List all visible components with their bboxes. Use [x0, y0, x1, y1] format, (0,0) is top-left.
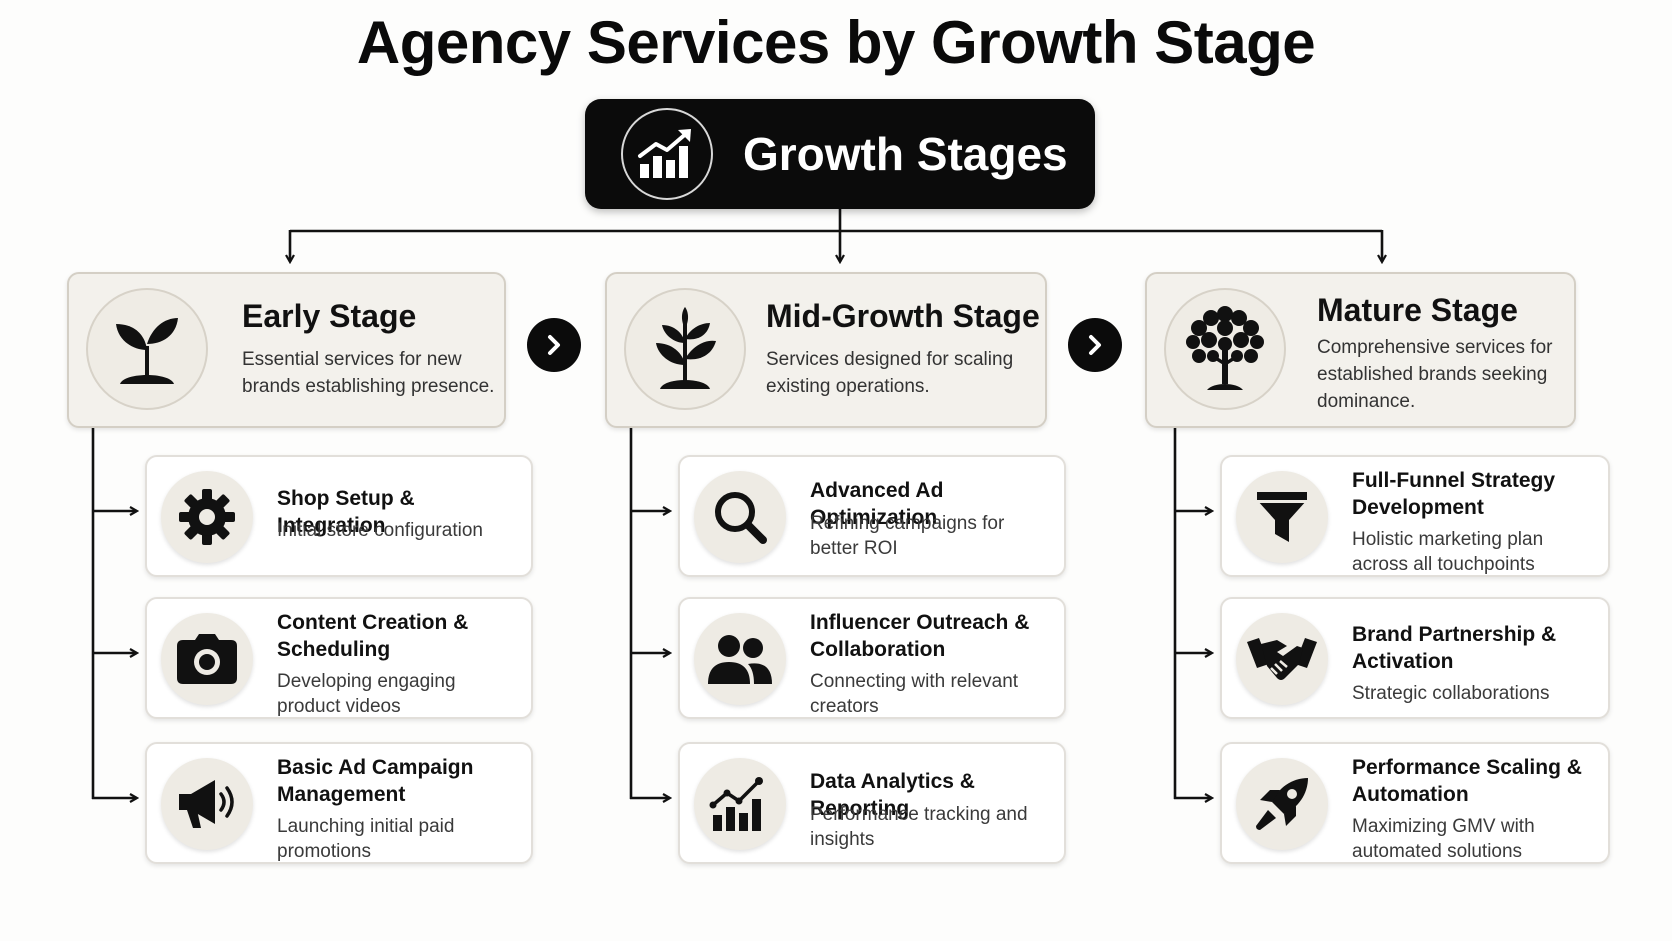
service-description: Strategic collaborations — [1352, 683, 1550, 704]
service-title: Shop Setup & Integration — [277, 487, 415, 537]
service-title: Content Creation & Scheduling — [277, 611, 469, 661]
tree-icon — [1164, 288, 1286, 410]
funnel-icon — [1236, 471, 1328, 563]
chevron-right-icon — [1089, 335, 1101, 355]
stage-description: Services designed for scaling existing o… — [766, 349, 1014, 397]
service-description: Holistic marketing plan across all touch… — [1352, 529, 1544, 575]
service-title: Performance Scaling & Automation — [1352, 756, 1582, 806]
analytics-chart-icon — [694, 758, 786, 850]
camera-icon — [161, 613, 253, 705]
service-title: Basic Ad Campaign Management — [277, 756, 474, 806]
growth-chart-icon — [621, 108, 713, 200]
stage-mid-growth: Mid-Growth Stage Services designed for s… — [605, 272, 1047, 428]
root-label: Growth Stages — [743, 128, 1068, 180]
people-icon — [694, 613, 786, 705]
service-title: Data Analytics & Reporting — [810, 770, 975, 820]
service-card: Influencer Outreach & Collaboration Conn… — [678, 597, 1066, 719]
service-card: Brand Partnership & Activation Strategic… — [1220, 597, 1610, 719]
page-title: Agency Services by Growth Stage — [356, 9, 1316, 76]
service-card: Content Creation & Scheduling Developing… — [145, 597, 533, 719]
young-plant-icon — [624, 288, 746, 410]
service-card: Performance Scaling & Automation Maximiz… — [1220, 742, 1610, 864]
service-title: Full-Funnel Strategy Development — [1352, 469, 1556, 519]
gear-icon — [161, 471, 253, 563]
service-description: Performance tracking and insights — [810, 804, 1028, 850]
service-card: Basic Ad Campaign Management Launching i… — [145, 742, 533, 864]
service-description: Developing engaging product videos — [277, 671, 456, 717]
service-description: Refining campaigns for better ROI — [810, 513, 1005, 559]
next-stage-arrow — [527, 318, 581, 372]
growth-stages-root: Growth Stages — [585, 99, 1095, 209]
handshake-icon — [1236, 613, 1328, 705]
magnifier-icon — [694, 471, 786, 563]
stage-mature: Mature Stage Comprehensive services for … — [1145, 272, 1576, 428]
service-description: Connecting with relevant creators — [810, 671, 1019, 717]
service-title: Influencer Outreach & Collaboration — [810, 611, 1030, 661]
stage-description: Comprehensive services for established b… — [1317, 337, 1553, 412]
stage-description: Essential services for new brands establ… — [242, 349, 495, 397]
service-card: Full-Funnel Strategy Development Holisti… — [1220, 455, 1610, 577]
stage-early: Early Stage Essential services for new b… — [67, 272, 506, 428]
service-card: Advanced Ad Optimization Refining campai… — [678, 455, 1066, 577]
service-title: Brand Partnership & Activation — [1352, 623, 1557, 673]
service-description: Maximizing GMV with automated solutions — [1352, 816, 1535, 862]
service-title: Advanced Ad Optimization — [810, 479, 944, 529]
stage-title: Mature Stage — [1317, 292, 1518, 328]
service-description: Initial store configuration — [277, 520, 483, 541]
next-stage-arrow — [1068, 318, 1122, 372]
stage-title: Mid-Growth Stage — [766, 298, 1040, 334]
megaphone-icon — [161, 758, 253, 850]
service-description: Launching initial paid promotions — [277, 816, 455, 862]
stage-title: Early Stage — [242, 298, 417, 334]
chevron-right-icon — [548, 335, 560, 355]
sprout-icon — [86, 288, 208, 410]
service-card: Shop Setup & Integration Initial store c… — [145, 455, 533, 577]
rocket-icon — [1236, 758, 1328, 850]
service-card: Data Analytics & Reporting Performance t… — [678, 742, 1066, 864]
